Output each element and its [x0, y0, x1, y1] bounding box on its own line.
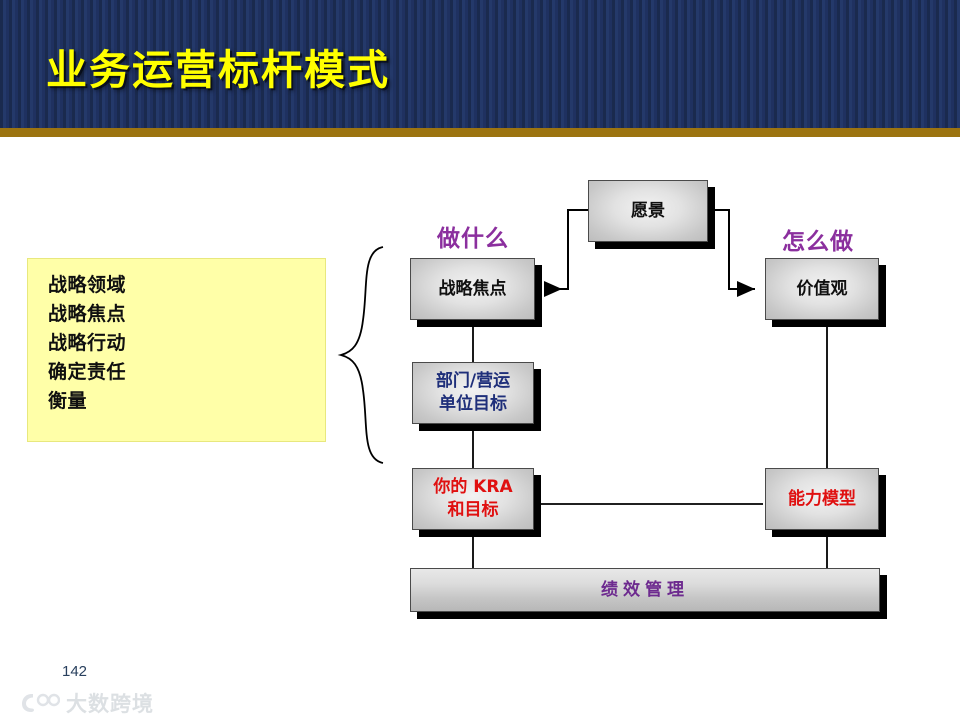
watermark-logo-icon — [22, 693, 60, 712]
list-item: 衡量 — [48, 390, 88, 412]
node-values-label: 价值观 — [796, 278, 848, 299]
node-department-goal-label: 部门/营运 单位目标 — [436, 370, 510, 416]
node-values[interactable]: 价值观 — [765, 258, 879, 320]
connector-vision-to-focus — [544, 209, 588, 297]
grouping-brace — [337, 246, 384, 464]
page-number: 142 — [62, 663, 88, 680]
strategy-note-list: 战略领域 战略焦点 战略行动 确定责任 衡量 — [48, 271, 126, 416]
page-title: 业务运营标杆模式 — [46, 46, 390, 94]
node-strategic-focus[interactable]: 战略焦点 — [410, 258, 535, 320]
node-capability-model[interactable]: 能力模型 — [765, 468, 879, 530]
node-performance-management-label: 绩效管理 — [601, 579, 689, 600]
node-your-kra-label: 你的 KRA 和目标 — [433, 476, 512, 522]
list-item: 战略焦点 — [48, 303, 127, 325]
node-department-goal-line1: 部门/营运 — [435, 371, 511, 391]
node-your-kra-line1: 你的 KRA — [433, 477, 513, 497]
node-performance-management[interactable]: 绩效管理 — [410, 568, 880, 612]
strategy-note-box: 战略领域 战略焦点 战略行动 确定责任 衡量 — [27, 258, 326, 442]
node-department-goal[interactable]: 部门/营运 单位目标 — [412, 362, 534, 424]
watermark: 大数跨境 — [20, 688, 154, 718]
list-item: 确定责任 — [48, 361, 127, 383]
node-strategic-focus-label: 战略焦点 — [438, 278, 507, 299]
section-label-what: 做什么 — [437, 226, 509, 252]
watermark-text: 大数跨境 — [66, 692, 154, 716]
node-department-goal-line2: 单位目标 — [439, 394, 507, 414]
connector-vision-to-values — [708, 209, 755, 297]
node-your-kra[interactable]: 你的 KRA 和目标 — [412, 468, 534, 530]
list-item: 战略行动 — [48, 332, 127, 354]
node-capability-model-label: 能力模型 — [788, 488, 856, 509]
section-label-how: 怎么做 — [782, 229, 854, 255]
header-gold-rule — [0, 128, 960, 137]
node-vision[interactable]: 愿景 — [588, 180, 708, 242]
node-vision-label: 愿景 — [631, 200, 665, 221]
list-item: 战略领域 — [48, 274, 127, 296]
node-your-kra-line2: 和目标 — [447, 500, 499, 520]
slide-header: 业务运营标杆模式 — [0, 0, 960, 128]
